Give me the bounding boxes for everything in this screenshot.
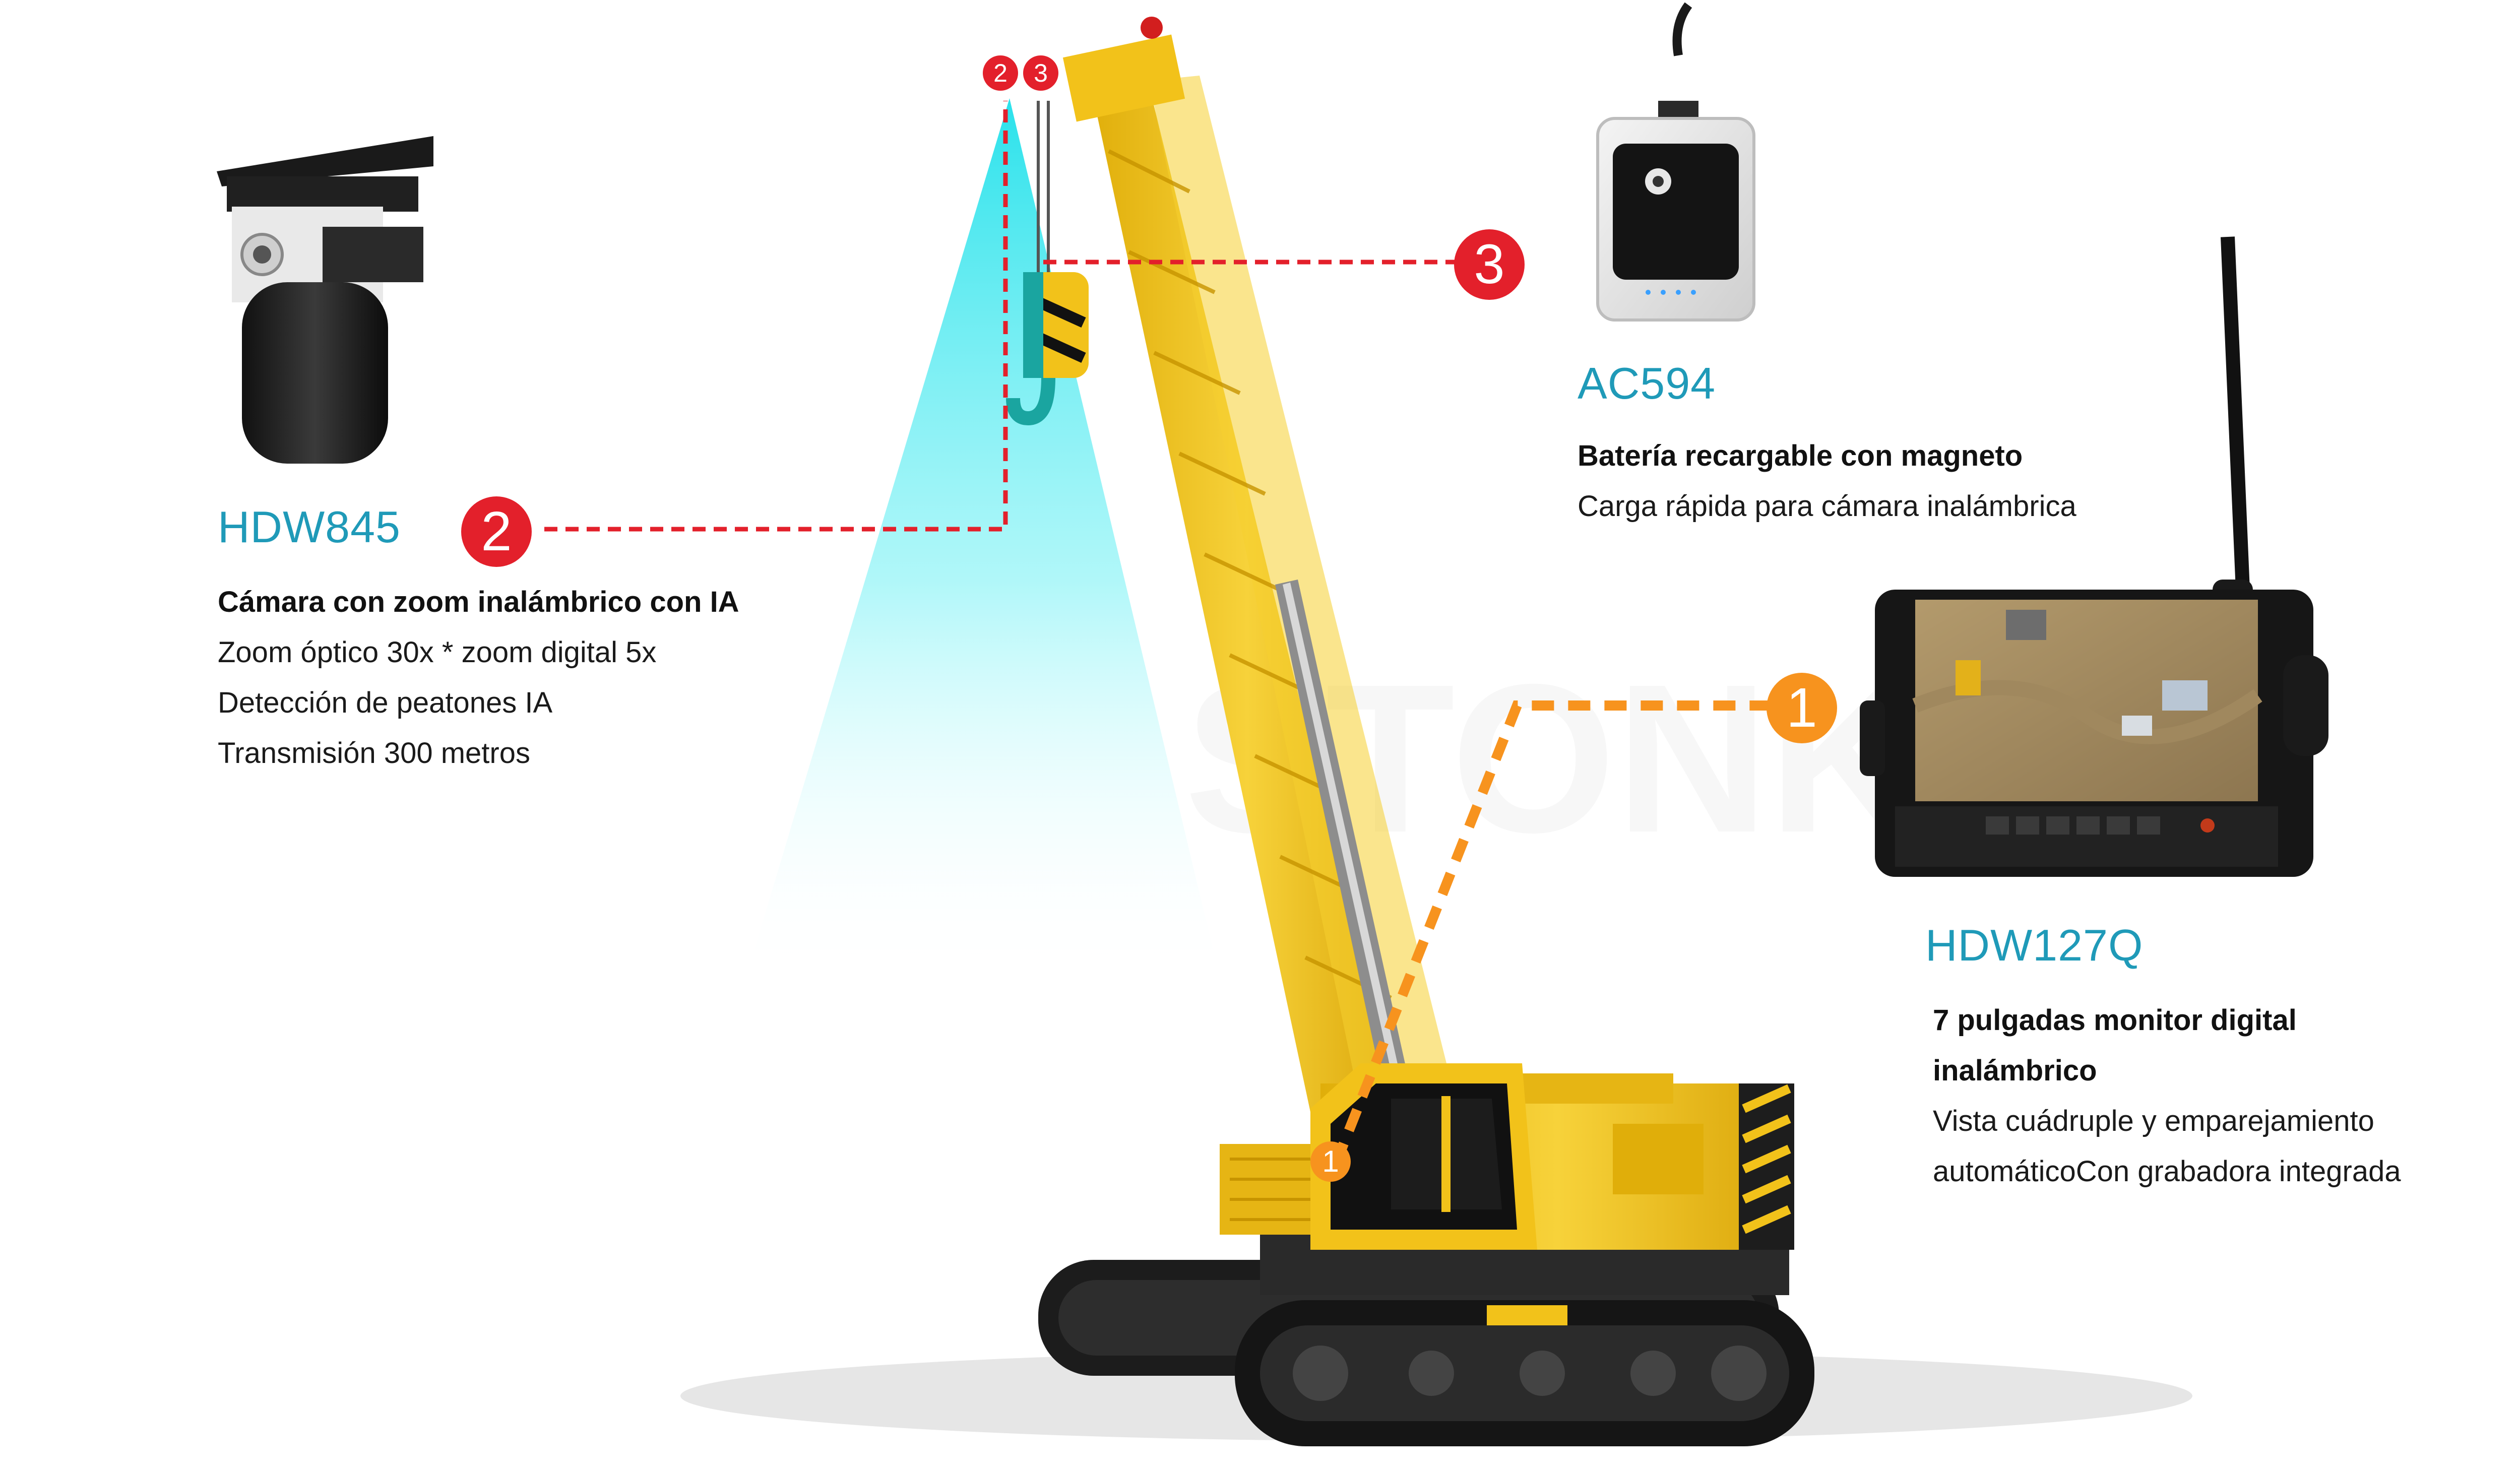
camera-beam: [746, 98, 1220, 978]
spec-line: automáticoCon grabadora integrada: [1933, 1155, 2401, 1188]
badge-1: 1: [1767, 673, 1837, 743]
spec-line: Vista cuádruple y emparejamiento: [1933, 1105, 2374, 1137]
badge-3: 3: [1454, 229, 1525, 300]
battery-box-icon: [1596, 2, 1755, 322]
spec-line: Detección de peatones IA: [218, 686, 553, 719]
spec-line: Carga rápida para cámara inalámbrica: [1578, 490, 2076, 523]
badge-3-boom-tip: 3: [1023, 55, 1058, 91]
badge-2-boom-tip: 2: [983, 55, 1018, 91]
spec-line: Transmisión 300 metros: [218, 737, 530, 770]
badge-1-cab: 1: [1310, 1141, 1351, 1182]
product-title-hdw127q-line2: inalámbrico: [1933, 1054, 2097, 1087]
spec-line: Zoom óptico 30x * zoom digital 5x: [218, 636, 657, 669]
connector-line-1: [1331, 700, 1779, 1166]
hook: [1006, 377, 1055, 426]
product-model-hdw845: HDW845: [218, 502, 401, 552]
crawler-crane-illustration: [1006, 17, 1814, 1446]
wireless-zoom-camera-icon: [217, 136, 433, 464]
monitor-icon: [1860, 236, 2328, 877]
connector-line-2: [544, 101, 1008, 532]
product-model-hdw127q: HDW127Q: [1925, 920, 2144, 970]
product-title-hdw127q-line1: 7 pulgadas monitor digital: [1933, 1004, 2297, 1037]
product-title-hdw845: Cámara con zoom inalámbrico con IA: [218, 586, 739, 618]
product-model-ac594: AC594: [1578, 358, 1716, 408]
badge-2: 2: [461, 496, 532, 567]
product-title-ac594: Batería recargable con magneto: [1578, 439, 2023, 472]
